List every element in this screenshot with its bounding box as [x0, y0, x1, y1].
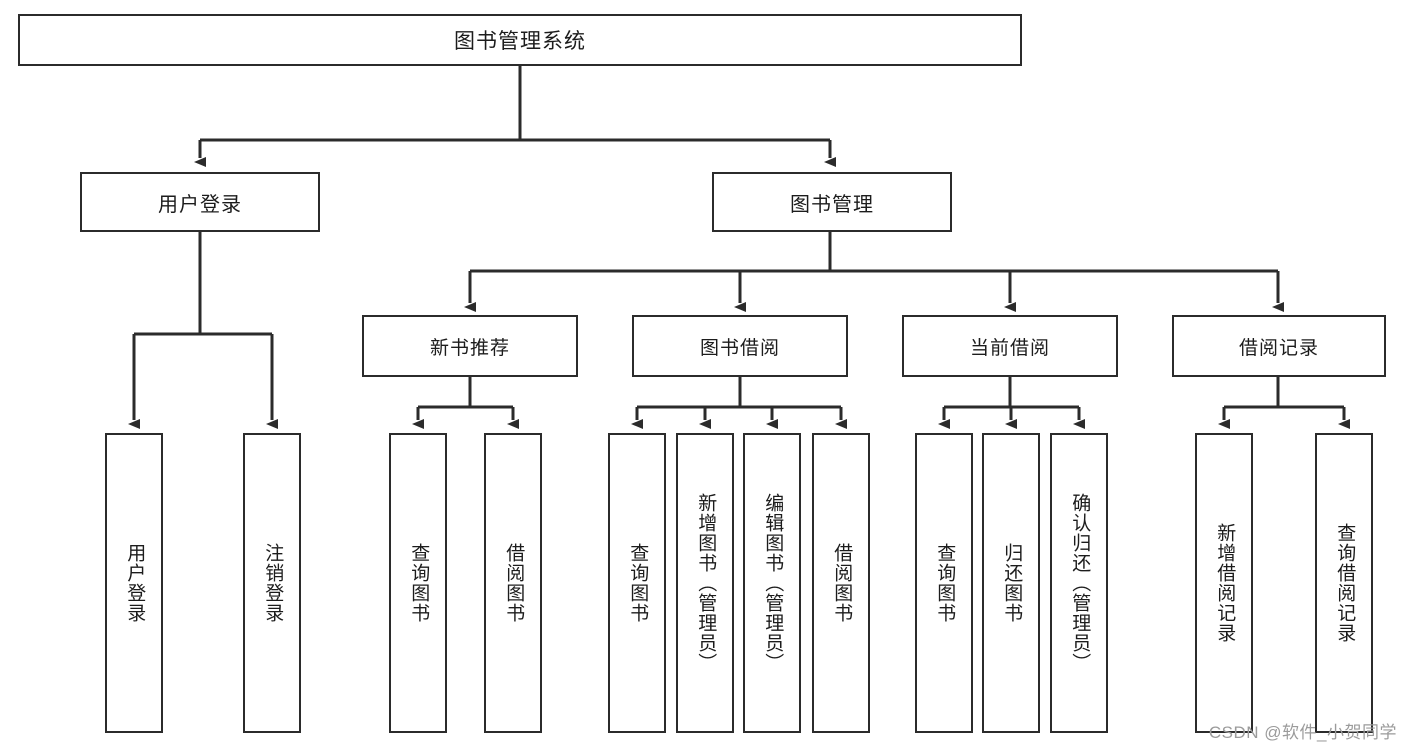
node-leaf-borrow-book-1-label: 借阅图书 [503, 543, 525, 623]
node-leaf-logout-login-label: 注销登录 [262, 543, 284, 623]
watermark: CSDN @软件_小贺同学 [1208, 723, 1397, 742]
node-leaf-edit-book[interactable]: 编辑图书（管理员） [743, 433, 801, 733]
node-leaf-query-book-1[interactable]: 查询图书 [389, 433, 447, 733]
node-leaf-confirm-return[interactable]: 确认归还（管理员） [1050, 433, 1108, 733]
node-book-borrow[interactable]: 图书借阅 [632, 315, 848, 377]
node-leaf-confirm-return-label: 确认归还（管理员） [1069, 493, 1091, 673]
node-user-login[interactable]: 用户登录 [80, 172, 320, 232]
node-leaf-logout-login[interactable]: 注销登录 [243, 433, 301, 733]
node-leaf-add-record[interactable]: 新增借阅记录 [1195, 433, 1253, 733]
node-current-borrow[interactable]: 当前借阅 [902, 315, 1118, 377]
node-leaf-edit-book-label: 编辑图书（管理员） [762, 493, 784, 673]
node-book-management[interactable]: 图书管理 [712, 172, 952, 232]
node-leaf-query-book-3[interactable]: 查询图书 [915, 433, 973, 733]
node-leaf-add-book[interactable]: 新增图书（管理员） [676, 433, 734, 733]
node-root-label: 图书管理系统 [454, 30, 586, 53]
node-borrow-record[interactable]: 借阅记录 [1172, 315, 1386, 377]
node-leaf-add-record-label: 新增借阅记录 [1214, 523, 1236, 643]
node-leaf-query-book-2[interactable]: 查询图书 [608, 433, 666, 733]
node-new-book-recommend-label: 新书推荐 [429, 337, 510, 359]
node-leaf-query-record[interactable]: 查询借阅记录 [1315, 433, 1373, 733]
node-leaf-query-book-3-label: 查询图书 [934, 543, 956, 623]
node-current-borrow-label: 当前借阅 [969, 337, 1050, 359]
node-borrow-record-label: 借阅记录 [1238, 337, 1319, 359]
node-user-login-label: 用户登录 [158, 193, 242, 216]
node-leaf-user-login[interactable]: 用户登录 [105, 433, 163, 733]
node-leaf-add-book-label: 新增图书（管理员） [695, 493, 717, 673]
node-leaf-query-book-2-label: 查询图书 [627, 543, 649, 623]
node-leaf-user-login-label: 用户登录 [124, 543, 146, 623]
node-leaf-return-book[interactable]: 归还图书 [982, 433, 1040, 733]
node-root[interactable]: 图书管理系统 [18, 14, 1022, 66]
node-leaf-borrow-book-2[interactable]: 借阅图书 [812, 433, 870, 733]
node-leaf-query-record-label: 查询借阅记录 [1334, 523, 1356, 643]
node-new-book-recommend[interactable]: 新书推荐 [362, 315, 578, 377]
node-leaf-query-book-1-label: 查询图书 [408, 543, 430, 623]
node-leaf-return-book-label: 归还图书 [1001, 543, 1023, 623]
node-leaf-borrow-book-2-label: 借阅图书 [831, 543, 853, 623]
node-book-management-label: 图书管理 [790, 193, 874, 216]
node-leaf-borrow-book-1[interactable]: 借阅图书 [484, 433, 542, 733]
node-book-borrow-label: 图书借阅 [699, 337, 780, 359]
